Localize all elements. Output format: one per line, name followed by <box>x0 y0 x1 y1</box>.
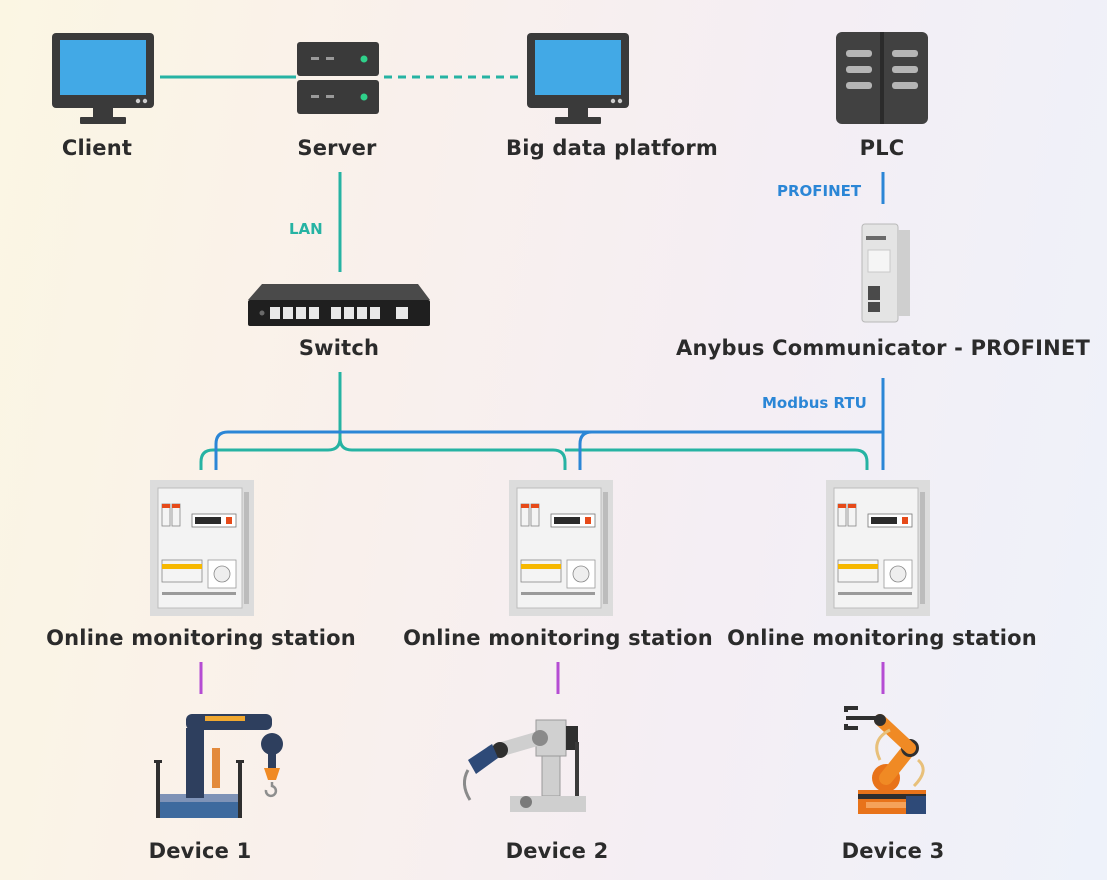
client-label: Client <box>61 136 133 160</box>
modbus-rtu-label: Modbus RTU <box>762 394 867 412</box>
plc-label: PLC <box>859 136 905 160</box>
bigdata-monitor-icon <box>527 33 629 124</box>
monitoring-station-icon-3 <box>826 480 930 616</box>
monitoring-station-icon-2 <box>509 480 613 616</box>
welding-robot-icon <box>463 719 586 812</box>
device-label-1: Device 1 <box>148 839 252 863</box>
anybus-gateway-icon <box>861 223 910 323</box>
profinet-label: PROFINET <box>777 182 862 200</box>
network-switch-icon <box>248 284 430 326</box>
lan-label: LAN <box>289 220 323 238</box>
modbus-bus <box>214 378 885 470</box>
server-icon <box>297 42 379 114</box>
client-monitor-icon <box>52 33 154 124</box>
server-label: Server <box>297 136 377 160</box>
big-data-platform-label: Big data platform <box>506 136 718 160</box>
monitoring-station-icon-1 <box>150 480 254 616</box>
station-label-3: Online monitoring station <box>727 626 1037 650</box>
device-label-3: Device 3 <box>841 839 945 863</box>
arm-robot-icon <box>844 706 926 814</box>
crane-robot-icon <box>154 714 283 818</box>
station-label-2: Online monitoring station <box>403 626 713 650</box>
plc-icon <box>836 32 928 124</box>
ethernet-bus <box>199 372 869 470</box>
device-label-2: Device 2 <box>505 839 609 863</box>
switch-label: Switch <box>298 336 380 360</box>
station-label-1: Online monitoring station <box>46 626 356 650</box>
anybus-label: Anybus Communicator - PROFINET <box>676 336 1090 360</box>
connection-lines <box>160 75 885 694</box>
